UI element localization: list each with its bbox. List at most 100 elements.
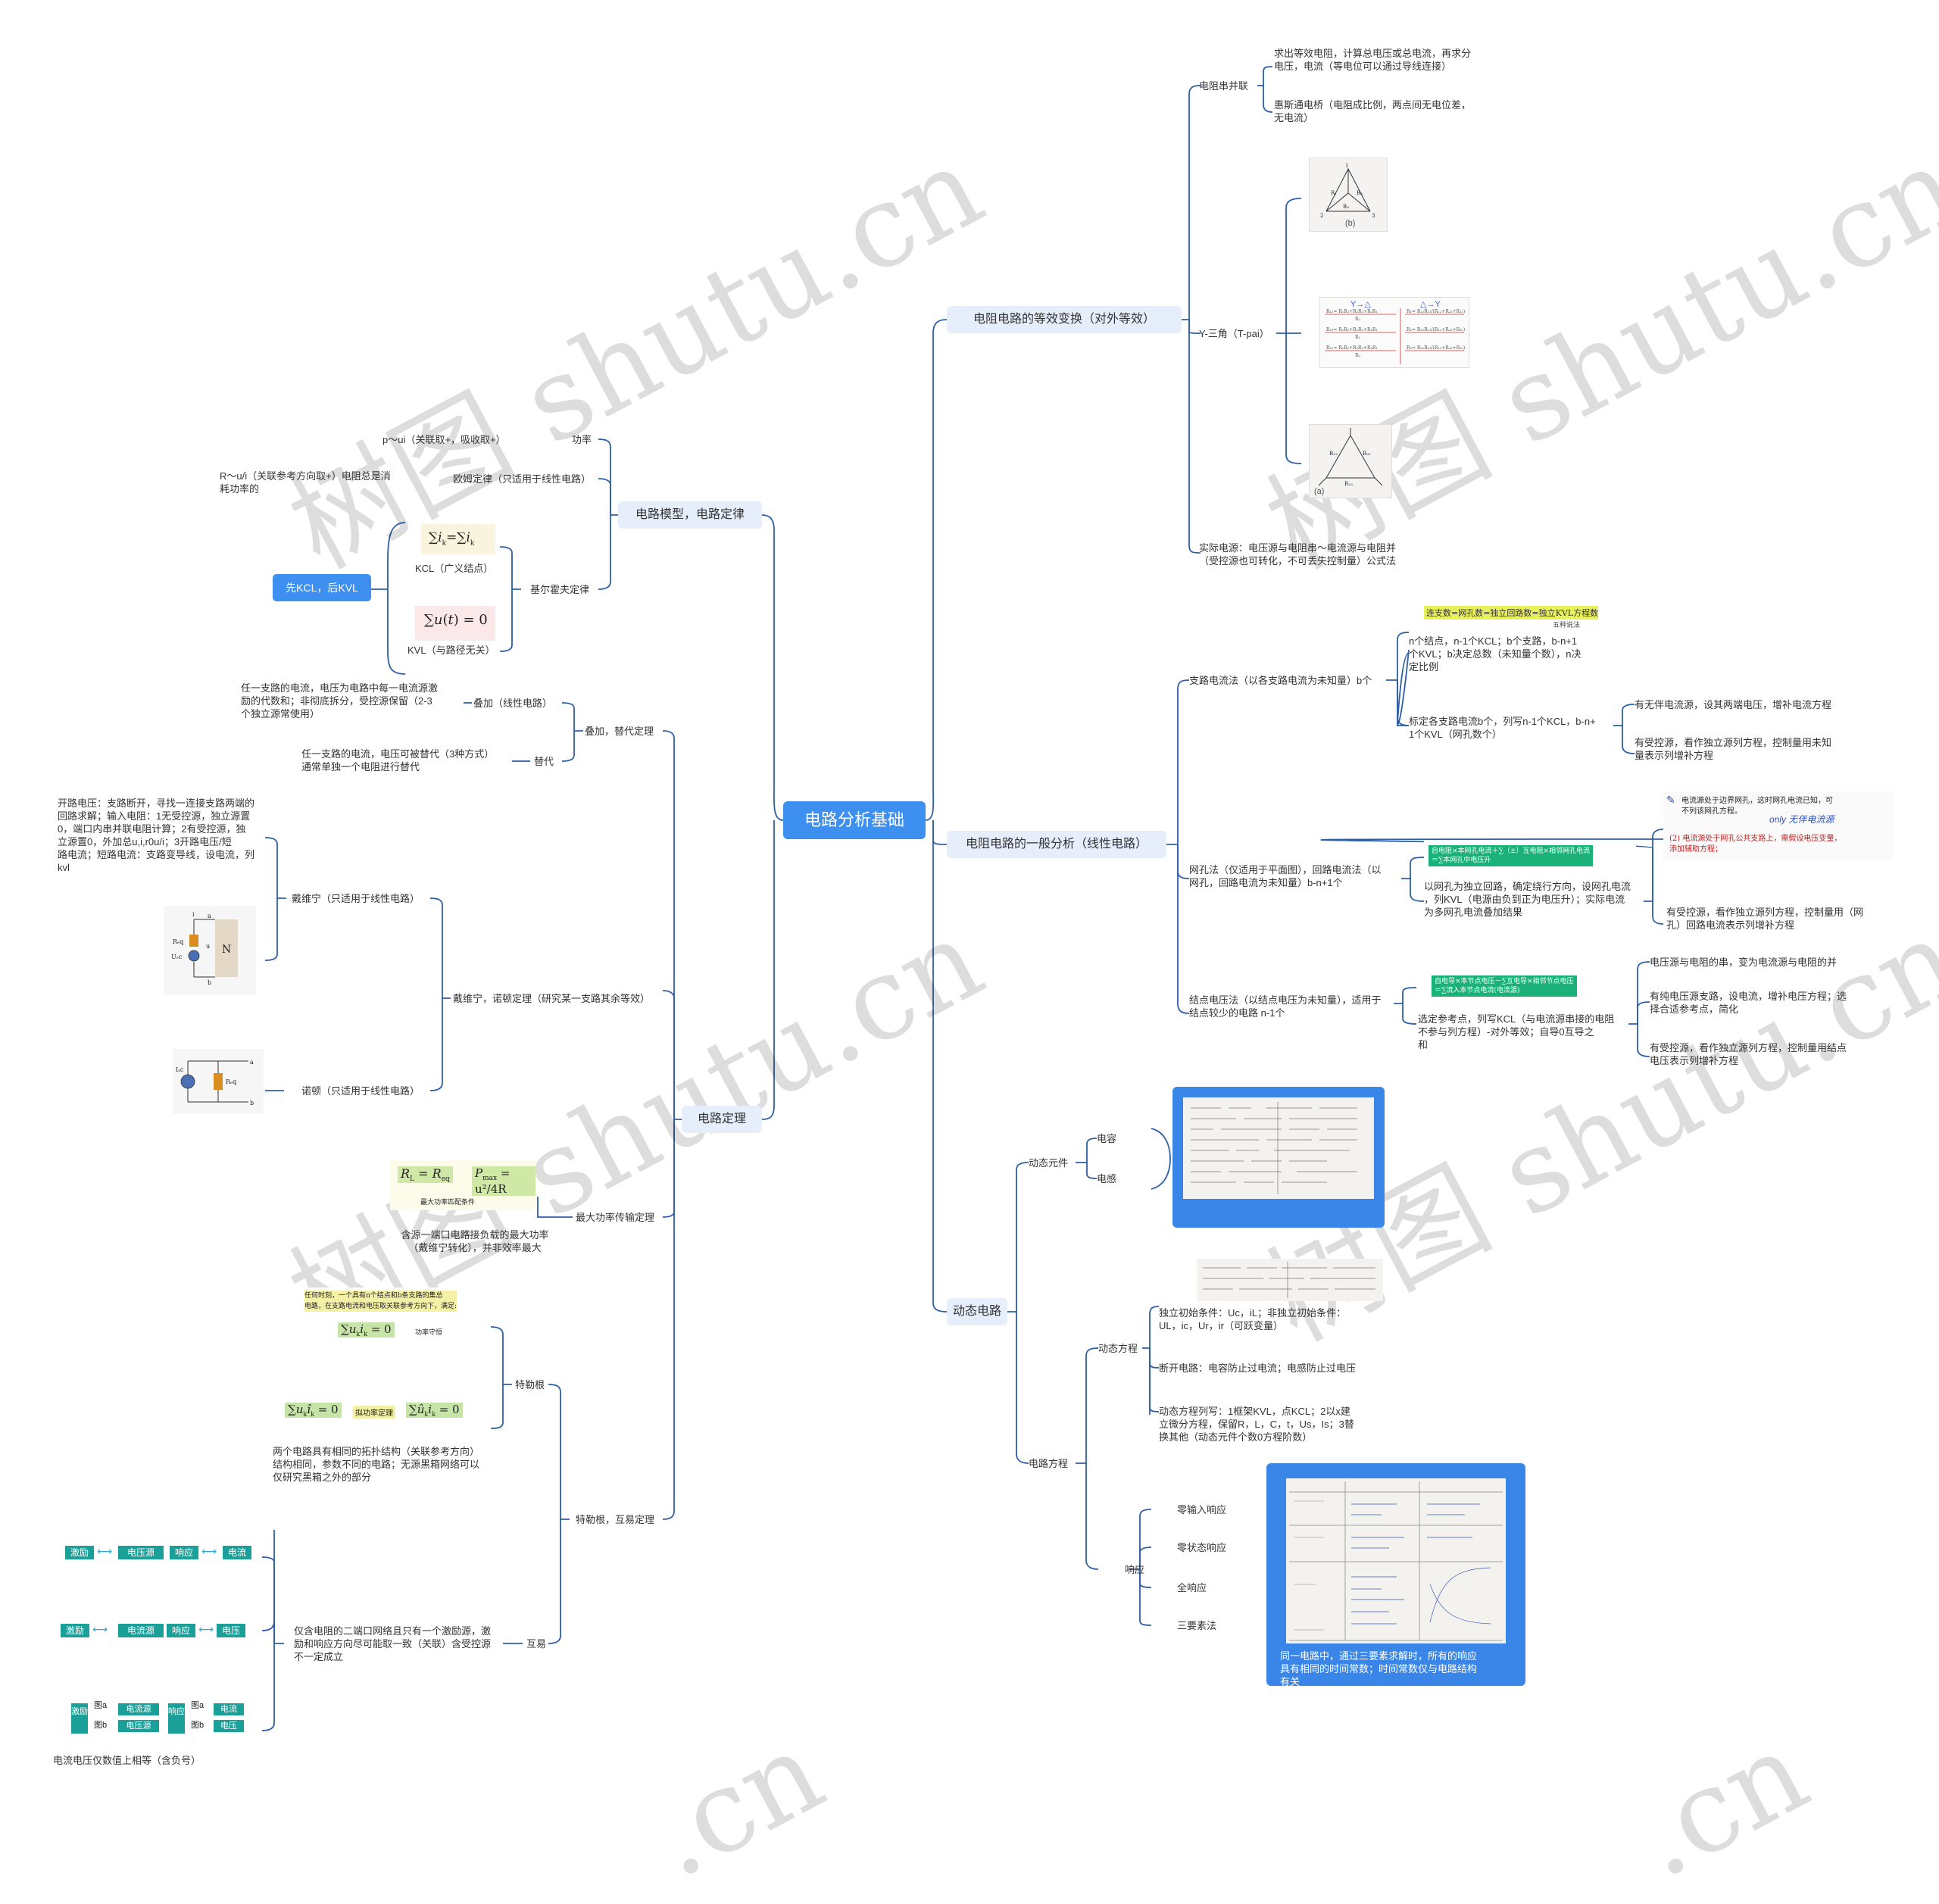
flow1-excitation: 激励 <box>65 1546 94 1559</box>
branch-formula-note: 五种说法 <box>1553 621 1581 629</box>
root-node[interactable]: 电路分析基础 <box>783 801 926 839</box>
svg-text:R₂: R₂ <box>1355 353 1361 358</box>
node-tellegen[interactable]: 特勒根 <box>515 1379 545 1391</box>
reciprocity-flow-3: 激励 图a 图b 电流源 电压源 响应 图a 图b 电流 电压 <box>58 1693 254 1740</box>
node-max-power[interactable]: 最大功率传输定理 <box>576 1212 655 1223</box>
node-capacitor[interactable]: 电容 <box>1097 1133 1117 1144</box>
node-dynamic-circuit[interactable]: 动态电路 <box>947 1298 1007 1325</box>
node-kirchhoff[interactable]: 基尔霍夫定律 <box>530 584 590 595</box>
node-node-voltage[interactable]: 结点电压法（以结点电压为未知量），适用于 结点较少的电路 n-1个 <box>1189 994 1382 1019</box>
handwritten-notes-image <box>1183 1097 1374 1199</box>
y-to-delta-label: Y→△ <box>1350 300 1371 309</box>
node-kvl[interactable]: KVL（与路径无关） <box>407 645 495 656</box>
dynamic-eq-notes-image <box>1197 1259 1383 1301</box>
text-open-circuit: 断开电路：电容防止过电流；电感防止过电压 <box>1159 1362 1357 1374</box>
tellegen-formula-image-2: ∑ukîk = 0 拟功率定理 ∑ûkik = 0 <box>279 1392 476 1434</box>
max-power-caption: 最大功率匹配条件 <box>420 1198 476 1206</box>
node-inductor[interactable]: 电感 <box>1097 1173 1117 1185</box>
tellegen-statement: 任何时刻，一个具有n个结点和b条支路的集总 电路，在支路电流和电压取关联参考方向… <box>304 1291 457 1312</box>
node-full-response[interactable]: 全响应 <box>1177 1582 1207 1593</box>
node-resistive-equivalent[interactable]: 电阻电路的等效变换（对外等效） <box>947 306 1182 333</box>
svg-text:R₂= R₂₃R₁₂/(R₁₂+R₂₃+R₃₁): R₂= R₂₃R₁₂/(R₁₂+R₂₃+R₃₁) <box>1407 327 1465 332</box>
flow3-current: 电流 <box>214 1703 244 1715</box>
mesh-formula-text: 自电阻×本网孔电流＋∑（±）互电阻×相邻网孔电流 ＝∑本网孔中电压升 <box>1428 845 1594 866</box>
node-circuit-theorems[interactable]: 电路定理 <box>682 1106 762 1133</box>
node-series-parallel[interactable]: 电阻串并联 <box>1199 80 1249 92</box>
node-response[interactable]: 响应 <box>1125 1564 1145 1575</box>
text-reciprocity: 仅含电阻的二端口网络且只有一个激励源，激 励和响应方向尽可能取一致（关联）含受控… <box>294 1625 492 1662</box>
svg-text:Iₛc: Iₛc <box>176 1066 184 1073</box>
node-circuit-model[interactable]: 电路模型，电路定律 <box>618 501 762 529</box>
svg-text:R₃: R₃ <box>1343 204 1349 210</box>
flow3-fig-a2: 图a <box>191 1701 205 1710</box>
svg-text:R₃= R₃₁R₂₃/(R₁₂+R₂₃+R₃₁): R₃= R₃₁R₂₃/(R₁₂+R₂₃+R₃₁) <box>1407 345 1465 351</box>
node-dynamic-elements[interactable]: 动态元件 <box>1029 1157 1069 1169</box>
text-mesh-controlled-source: 有受控源，看作独立源列方程，控制量用（网 孔）回路电流表示列增补方程 <box>1666 907 1864 931</box>
node-general-analysis[interactable]: 电阻电路的一般分析（线性电路） <box>947 831 1166 858</box>
mesh-note-handwritten: only 无伴电流源 <box>1769 814 1834 825</box>
text-wheatstone-bridge: 惠斯通电桥（电阻成比例，两点间无电位差， 无电流） <box>1274 99 1472 123</box>
text-node-controlled-source: 有受控源，看作独立源列方程，控制量用结点 电压表示列增补方程 <box>1650 1042 1847 1066</box>
node-zero-state[interactable]: 零状态响应 <box>1177 1542 1227 1553</box>
max-power-formula-image: RL = Req Pmax = u²/4R 最大功率匹配条件 <box>390 1160 535 1210</box>
node-norton[interactable]: 诺顿（只适用于线性电路） <box>301 1085 420 1097</box>
node-circuit-equations[interactable]: 电路方程 <box>1029 1458 1069 1469</box>
text-node-pure-voltage: 有纯电压源支路，设电流，增补电压方程；选 择合适参考点，简化 <box>1650 991 1847 1015</box>
mesh-formula-image: 自电阻×本网孔电流＋∑（±）互电阻×相邻网孔电流 ＝∑本网孔中电压升 <box>1424 841 1636 871</box>
node-superposition[interactable]: 叠加（线性电路） <box>473 698 553 709</box>
node-ohm-law[interactable]: 欧姆定律（只适用于线性电路） <box>453 473 592 485</box>
svg-text:R₂₃= R₁R₂+R₂R₃+R₃R₁: R₂₃= R₁R₂+R₂R₃+R₃R₁ <box>1326 327 1378 332</box>
delta-image-caption: (a) <box>1314 487 1325 496</box>
mesh-note-2: (2) 电流源处于网孔公共支路上，需假设电压变量， 添加辅助方程； <box>1669 835 1842 854</box>
node-y-delta[interactable]: Y-三角（T-pai） <box>1199 328 1269 339</box>
svg-text:R₂₃: R₂₃ <box>1344 481 1353 487</box>
tellegen-caption-1: 功率守恒 <box>415 1328 443 1336</box>
flow2-voltage: 电压 <box>217 1624 245 1637</box>
tag-kcl-first[interactable]: 先KCL，后KVL <box>273 574 371 601</box>
svg-text:R₁: R₁ <box>1355 335 1360 340</box>
branch-formula-text: 连支数=网孔数=独立回路数=独立KVL方程数 <box>1424 606 1598 620</box>
flow2-current-source: 电流源 <box>118 1624 164 1637</box>
svg-text:R₃₁: R₃₁ <box>1363 451 1371 457</box>
node-practical-source[interactable]: 实际电源：电压源与电阻串～电流源与电阻并 （受控源也可转化，不可丢失控制量）公式… <box>1199 542 1397 567</box>
node-reciprocity[interactable]: 互易 <box>526 1638 547 1650</box>
node-power[interactable]: 功率 <box>572 434 592 445</box>
text-initial-conditions: 独立初始条件：Uc，iL；非独立初始条件： UL，ic，Ur，ir（可跃变量） <box>1159 1307 1347 1331</box>
flow1-voltage-source: 电压源 <box>118 1546 164 1559</box>
text-series-equivalent: 求出等效电阻，计算总电压或总电流，再求分 电压，电流（等电位可以通过导线连接） <box>1274 48 1472 72</box>
node-dynamic-equation[interactable]: 动态方程 <box>1098 1343 1138 1354</box>
node-tellegen-reciprocity[interactable]: 特勒根，互易定理 <box>576 1514 655 1525</box>
node-substitution[interactable]: 替代 <box>534 756 554 767</box>
flow3-fig-b2: 图b <box>191 1721 205 1730</box>
text-node-voltage-source: 电压源与电阻的串，变为电流源与电阻的并 <box>1650 957 1838 968</box>
text-substitution: 任一支路的电流，电压可被替代（3种方式） 通常单独一个电阻进行替代 <box>301 748 495 773</box>
node-formula-image: 自电导×本节点电压－∑互电导×相邻节点电压 ＝∑流入本节点电流(电流源) <box>1424 971 1628 1001</box>
flow3-fig-a: 图a <box>94 1701 108 1710</box>
node-mesh-method[interactable]: 网孔法（仅适用于平面图），回路电流法（以 网孔，回路电流为未知量）b-n+1个 <box>1189 864 1382 888</box>
text-response-note: 同一电路中，通过三要素求解时，所有的响应 具有相同的时间常数；时间常数仅与电路结… <box>1280 1650 1478 1687</box>
hand-mark-icon: ✎ <box>1666 794 1675 807</box>
svg-text:a: a <box>208 913 211 919</box>
node-branch-current[interactable]: 支路电流法（以各支路电流为未知量）b个 <box>1189 675 1372 686</box>
tellegen-formula-image-1: 任何时刻，一个具有n个结点和b条支路的集总 电路，在支路电流和电压取关联参考方向… <box>303 1288 477 1348</box>
flow3-excitation: 激励 <box>71 1703 88 1734</box>
text-superposition: 任一支路的电流，电压为电路中每一电流源激 励的代数和；非彻底拆分，受控源保留（2… <box>241 682 439 719</box>
node-three-element[interactable]: 三要素法 <box>1177 1620 1217 1631</box>
svg-text:R₂: R₂ <box>1357 190 1363 196</box>
svg-text:b: b <box>250 1100 254 1107</box>
svg-text:Rₑq: Rₑq <box>226 1078 236 1085</box>
node-zero-input[interactable]: 零输入响应 <box>1177 1504 1227 1515</box>
node-thevenin-norton[interactable]: 戴维宁，诺顿定理（研究某一支路其余等效） <box>453 993 651 1004</box>
svg-text:R₁₂= R₁R₂+R₂R₃+R₃R₁: R₁₂= R₁R₂+R₂R₃+R₃R₁ <box>1326 309 1378 314</box>
node-superposition-substitution[interactable]: 叠加，替代定理 <box>585 726 654 737</box>
double-arrow-icon: ⟷ <box>97 1546 113 1558</box>
node-thevenin[interactable]: 戴维宁（只适用于线性电路） <box>292 893 420 904</box>
flow3-current-source: 电流源 <box>118 1703 159 1715</box>
svg-text:a: a <box>250 1059 254 1066</box>
mindmap-canvas: 树图 shutu.cn 树图 shutu.cn 树图 shutu.cn 树图 s… <box>53 48 1939 1904</box>
svg-text:b: b <box>208 979 211 986</box>
node-kcl[interactable]: KCL（广义结点） <box>415 563 494 574</box>
